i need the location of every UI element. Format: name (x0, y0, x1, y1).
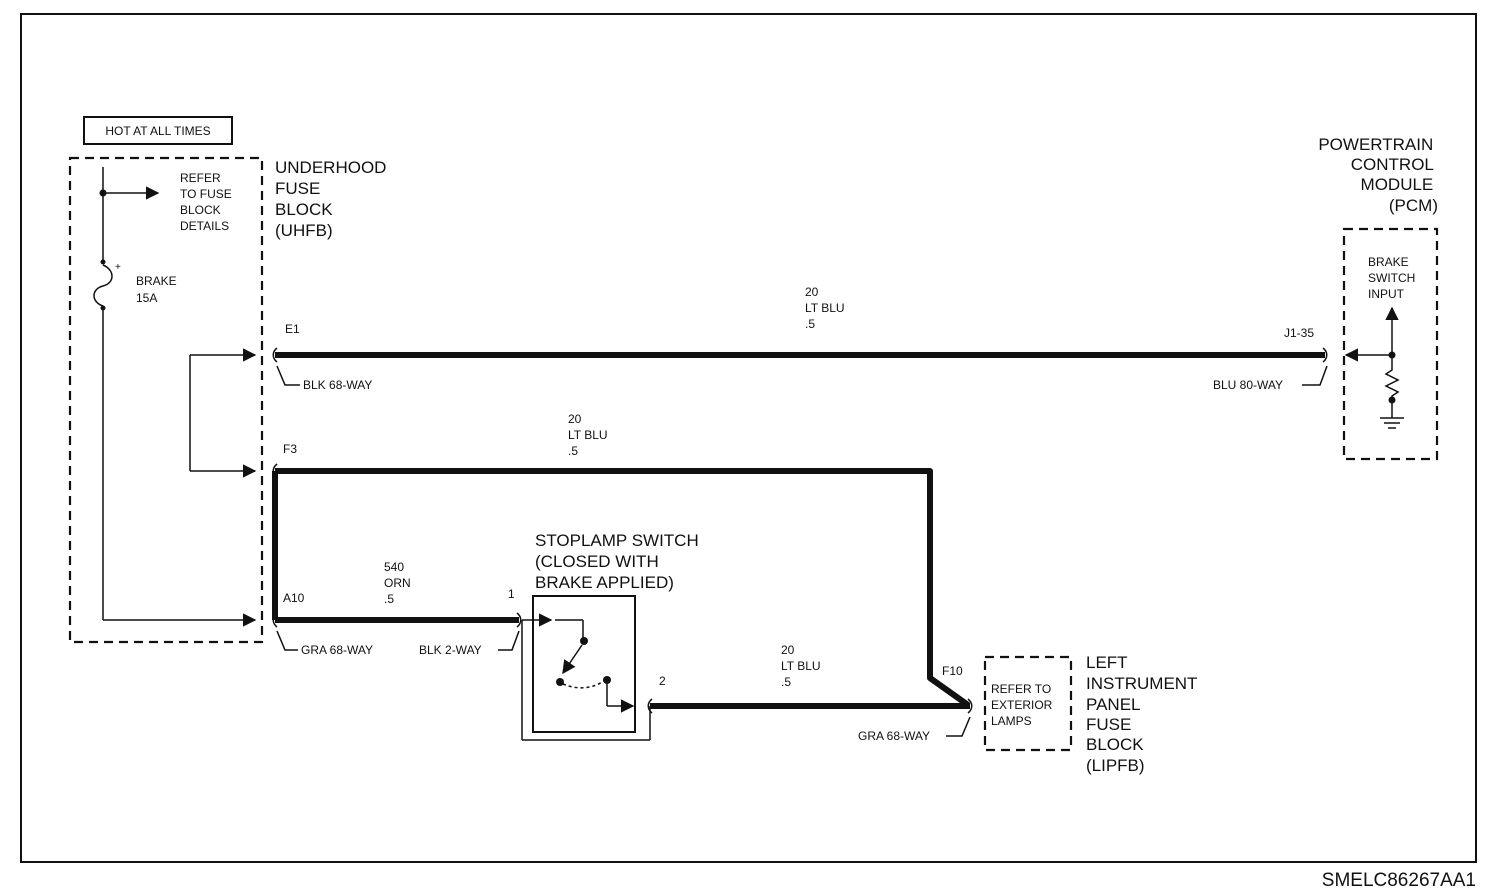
uhfb-bus-node (99, 189, 107, 197)
stoplamp-pin2: 2 (659, 674, 666, 688)
connector-j1-35-mark (1322, 347, 1328, 363)
connector-e1: E1 (285, 322, 300, 336)
blk68-leader (276, 365, 300, 386)
fuse-mark: + (115, 262, 121, 273)
hot-at-all-times-box (83, 116, 233, 145)
stoplamp-dotted-arc (562, 680, 605, 689)
hot-at-all-times-label: HOT AT ALL TIMES (105, 124, 210, 138)
stoplamp-contact-top (580, 637, 588, 645)
stoplamp-box (532, 595, 636, 733)
page-frame (20, 13, 1477, 863)
lipfb-name: LEFT INSTRUMENT PANEL FUSE BLOCK (LIPFB) (1086, 653, 1202, 775)
connector-blk68: BLK 68-WAY (303, 378, 372, 392)
stoplamp-blade (562, 644, 583, 675)
lipfb-refer-text: REFER TO EXTERIOR LAMPS (991, 682, 1056, 728)
gra68-right-leader (946, 716, 971, 737)
fuse-symbol (93, 264, 113, 307)
wire-orange-label: 540 ORN .5 (384, 560, 414, 606)
stoplamp-contact-right (603, 676, 611, 684)
pcm-name: POWERTRAIN CONTROL MODULE (PCM) (1318, 135, 1438, 215)
pcm-node-top (1388, 351, 1396, 359)
connector-gra68-left: GRA 68-WAY (301, 643, 373, 657)
wire-bottom-label: 20 LT BLU .5 (781, 643, 824, 689)
connector-gra68-right: GRA 68-WAY (858, 729, 930, 743)
uhfb-box (68, 156, 264, 644)
pcm-node-bottom (1388, 396, 1396, 404)
wire-top-label: 20 LT BLU .5 (805, 285, 848, 331)
connector-f10: F10 (942, 664, 963, 678)
connector-j1-35: J1-35 (1284, 326, 1314, 340)
figure-id: SMELC86267AA1 (1322, 870, 1476, 891)
connector-pin2-mark (647, 698, 653, 714)
gra68-left-leader (276, 630, 298, 651)
fuse-bottom-dot (100, 305, 106, 311)
wire-middle-label: 20 LT BLU .5 (568, 412, 611, 458)
pcm-box (1342, 227, 1439, 461)
uhfb-name: UNDERHOOD FUSE BLOCK (UHFB) (275, 158, 391, 240)
connector-blk2: BLK 2-WAY (419, 643, 482, 657)
uhfb-refer-text: REFER TO FUSE BLOCK DETAILS (180, 171, 235, 233)
blk2-leader (498, 630, 520, 651)
connector-blu80: BLU 80-WAY (1213, 378, 1283, 392)
ground-icon (1380, 402, 1404, 429)
pcm-resistor (1384, 358, 1400, 400)
fuse-top-dot (100, 259, 106, 265)
pcm-input-label: BRAKE SWITCH INPUT (1368, 255, 1419, 301)
fuse-label: BRAKE 15A (136, 274, 180, 305)
stoplamp-pin1: 1 (508, 587, 515, 601)
wire-middle (275, 468, 970, 708)
connector-e1-mark (272, 347, 278, 363)
stoplamp-name: STOPLAMP SWITCH (CLOSED WITH BRAKE APPLI… (535, 531, 703, 592)
connector-f3: F3 (283, 442, 297, 456)
stoplamp-contact-left (556, 678, 564, 686)
blu80-leader (1302, 365, 1328, 386)
connector-a10: A10 (283, 591, 305, 605)
connector-pin1-mark (516, 612, 522, 628)
connector-f10-mark (967, 698, 973, 714)
